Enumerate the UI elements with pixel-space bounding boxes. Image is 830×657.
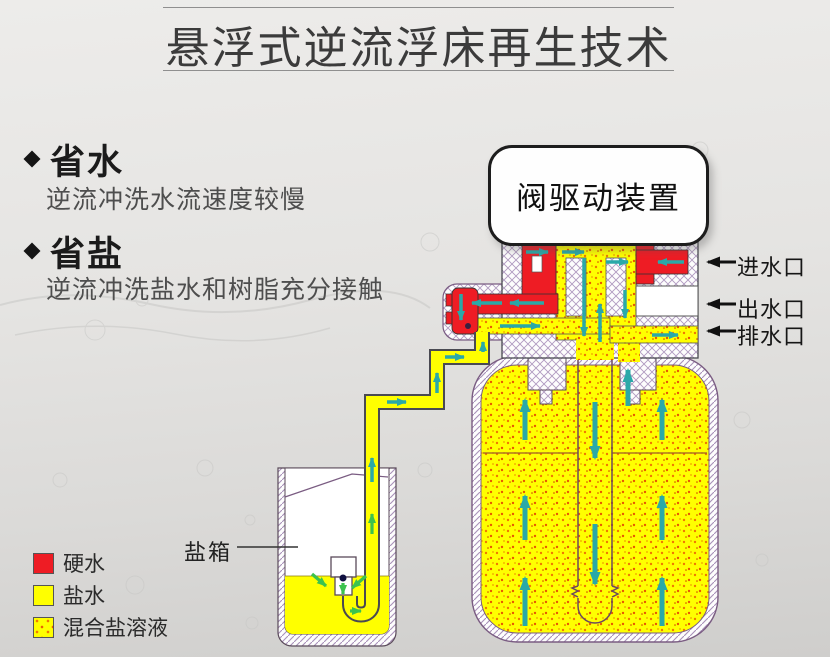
legend-label: 硬水 — [63, 553, 105, 576]
float-ball — [339, 574, 347, 582]
legend-label: 盐水 — [63, 585, 105, 608]
valve-drive-device-label: 阀驱动装置 — [488, 145, 709, 246]
brine-tank-label: 盐箱 — [184, 540, 233, 565]
port-label-outlet: 出水口 — [737, 297, 807, 322]
drain-channel — [473, 317, 611, 335]
title-rule-top — [163, 7, 674, 8]
brine-line — [342, 332, 490, 623]
softener-tank — [471, 355, 719, 643]
float-valve — [330, 556, 357, 596]
water-decor — [0, 141, 769, 630]
feature-desc: 逆流冲洗水流速度较慢 — [46, 186, 307, 214]
feature-desc: 逆流冲洗盐水和树脂充分接触 — [46, 276, 385, 304]
title-rule-bottom — [163, 70, 674, 71]
port-label-drain: 排水口 — [737, 324, 807, 349]
mixed-salt-swatch — [33, 616, 54, 638]
feature-heading: 省盐 — [50, 235, 125, 274]
outlet-opening — [635, 285, 699, 317]
hard-water-swatch — [33, 552, 54, 574]
legend-label: 混合盐溶液 — [63, 617, 168, 640]
port-arrows — [706, 256, 736, 337]
feature-heading: 省水 — [50, 143, 125, 182]
riser-tube — [570, 358, 620, 624]
valve-flow-arrows — [368, 248, 684, 482]
page-title: 悬浮式逆流浮床再生技术 — [165, 24, 672, 73]
legend-row: 硬水 — [33, 548, 105, 578]
salt-water-swatch — [33, 584, 54, 606]
brine-flow-arrows — [310, 513, 376, 615]
legend-row: 盐水 — [33, 580, 105, 610]
tank-flow-arrows — [519, 368, 668, 626]
port-label-inlet: 进水口 — [737, 255, 807, 280]
legend-row: 混合盐溶液 — [33, 612, 168, 642]
